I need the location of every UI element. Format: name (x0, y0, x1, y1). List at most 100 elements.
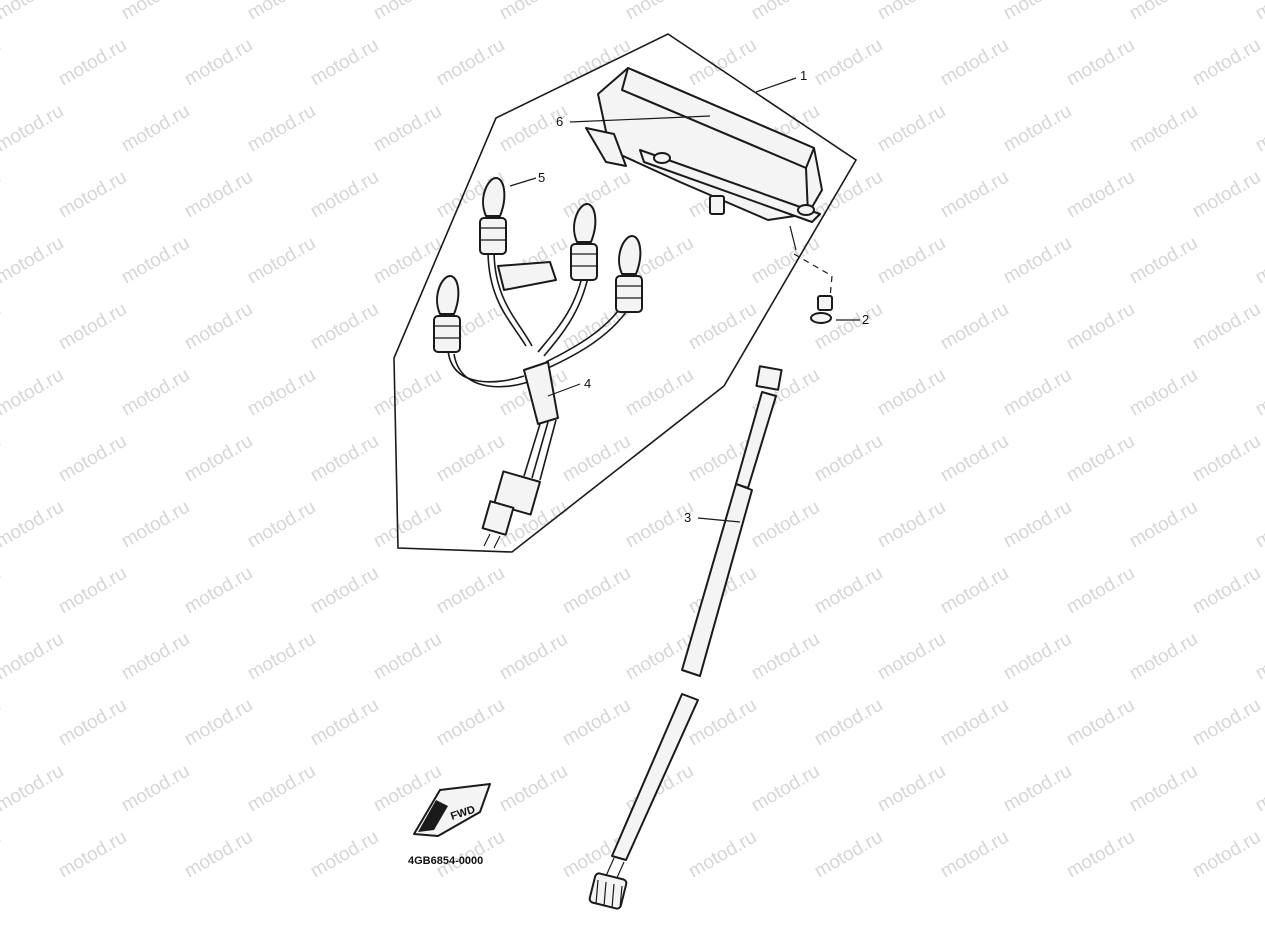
watermark-text: motod.ru (181, 299, 256, 355)
watermark-text: motod.ru (55, 563, 130, 619)
watermark-text: motod.ru (811, 35, 886, 91)
watermark-text: motod.ru (874, 497, 949, 553)
watermark-text: motod.ru (370, 497, 445, 553)
watermark-text: motod.ru (0, 299, 4, 355)
watermark-text: motod.ru (244, 101, 319, 157)
watermark-text: motod.ru (937, 695, 1012, 751)
watermark-text: motod.ru (307, 167, 382, 223)
screw-part (793, 253, 833, 324)
watermark-text: motod.ru (118, 0, 193, 24)
watermark-text: motod.ru (0, 431, 4, 487)
watermark-text: motod.ru (0, 101, 67, 157)
callout-2: 2 (862, 312, 869, 327)
watermark-text: motod.ru (685, 827, 760, 883)
watermark-text: motod.ru (307, 563, 382, 619)
watermark-text: motod.ru (118, 365, 193, 421)
meter-cable (588, 365, 783, 910)
watermark-text: motod.ru (370, 101, 445, 157)
watermark-text: motod.ru (937, 827, 1012, 883)
watermark-text: motod.ru (622, 0, 697, 24)
watermark-text: motod.ru (559, 167, 634, 223)
watermark-text: motod.ru (1000, 761, 1075, 817)
watermark-text: motod.ru (118, 761, 193, 817)
watermark-text: motod.ru (1126, 497, 1201, 553)
watermark-text: motod.ru (1189, 695, 1264, 751)
watermark-text: motod.ru (685, 35, 760, 91)
watermark-text: motod.ru (181, 827, 256, 883)
watermark-text: motod.ru (874, 761, 949, 817)
watermark-text: motod.ru (1000, 365, 1075, 421)
watermark-text: motod.ru (0, 827, 4, 883)
watermark-text: motod.ru (244, 365, 319, 421)
watermark-text: motod.ru (1252, 233, 1265, 289)
watermark-text: motod.ru (118, 629, 193, 685)
watermark-text: motod.ru (1126, 761, 1201, 817)
watermark-text: motod.ru (181, 695, 256, 751)
watermark-text: motod.ru (1252, 0, 1265, 24)
watermark-text: motod.ru (1189, 431, 1264, 487)
watermark-text: motod.ru (1000, 0, 1075, 24)
watermark-text: motod.ru (0, 695, 4, 751)
watermark-text: motod.ru (874, 101, 949, 157)
callout-5: 5 (538, 170, 545, 185)
watermark-text: motod.ru (55, 35, 130, 91)
watermark-text: motod.ru (1126, 101, 1201, 157)
watermark-text: motod.ru (181, 35, 256, 91)
watermark-text: motod.ru (118, 233, 193, 289)
watermark-text: motod.ru (181, 431, 256, 487)
watermark-text: motod.ru (370, 365, 445, 421)
watermark-text: motod.ru (559, 563, 634, 619)
watermark-text: motod.ru (937, 431, 1012, 487)
watermark-text: motod.ru (55, 827, 130, 883)
watermark-text: motod.ru (1000, 101, 1075, 157)
watermark-text: motod.ru (181, 167, 256, 223)
watermark-text: motod.ru (1252, 629, 1265, 685)
watermark-text: motod.ru (0, 365, 67, 421)
watermark-text: motod.ru (244, 761, 319, 817)
watermark-text: motod.ru (811, 827, 886, 883)
watermark-text: motod.ru (496, 761, 571, 817)
watermark-text: motod.ru (874, 365, 949, 421)
watermark-text: motod.ru (1189, 827, 1264, 883)
callout-4: 4 (584, 376, 591, 391)
watermark-text: motod.ru (1252, 101, 1265, 157)
watermark-text: motod.ru (622, 365, 697, 421)
watermark-text: motod.ru (370, 233, 445, 289)
assembly-outline (393, 33, 858, 553)
watermark-text: motod.ru (874, 629, 949, 685)
watermark-text: motod.ru (1000, 629, 1075, 685)
watermark-text: motod.ru (496, 629, 571, 685)
watermark-text: motod.ru (748, 497, 823, 553)
watermark-text: motod.ru (1063, 827, 1138, 883)
watermark-text: motod.ru (1063, 695, 1138, 751)
watermark-text: motod.ru (559, 431, 634, 487)
watermark-text: motod.ru (55, 431, 130, 487)
watermark-text: motod.ru (244, 497, 319, 553)
watermark-text: motod.ru (1252, 365, 1265, 421)
watermark-text: motod.ru (685, 299, 760, 355)
watermark-text: motod.ru (1063, 431, 1138, 487)
watermark-text: motod.ru (433, 695, 508, 751)
watermark-text: motod.ru (181, 563, 256, 619)
watermark-text: motod.ru (1063, 35, 1138, 91)
watermark-text: motod.ru (0, 233, 67, 289)
watermark-text: motod.ru (370, 0, 445, 24)
watermark-text: motod.ru (0, 497, 67, 553)
watermark-text: motod.ru (559, 695, 634, 751)
watermark-text: motod.ru (1126, 0, 1201, 24)
watermark-text: motod.ru (874, 0, 949, 24)
watermark-text: motod.ru (244, 629, 319, 685)
wire-harness (447, 249, 635, 549)
watermark-text: motod.ru (937, 563, 1012, 619)
watermark-text: motod.ru (1063, 299, 1138, 355)
watermark-text: motod.ru (1189, 563, 1264, 619)
watermark-text: motod.ru (55, 167, 130, 223)
watermark-text: motod.ru (1063, 167, 1138, 223)
watermark-text: motod.ru (0, 35, 4, 91)
watermark-text: motod.ru (1189, 167, 1264, 223)
watermark-text: motod.ru (307, 827, 382, 883)
callout-3: 3 (684, 510, 691, 525)
watermark-text: motod.ru (937, 167, 1012, 223)
watermark-text: motod.ru (874, 233, 949, 289)
watermark-text: motod.ru (1000, 233, 1075, 289)
